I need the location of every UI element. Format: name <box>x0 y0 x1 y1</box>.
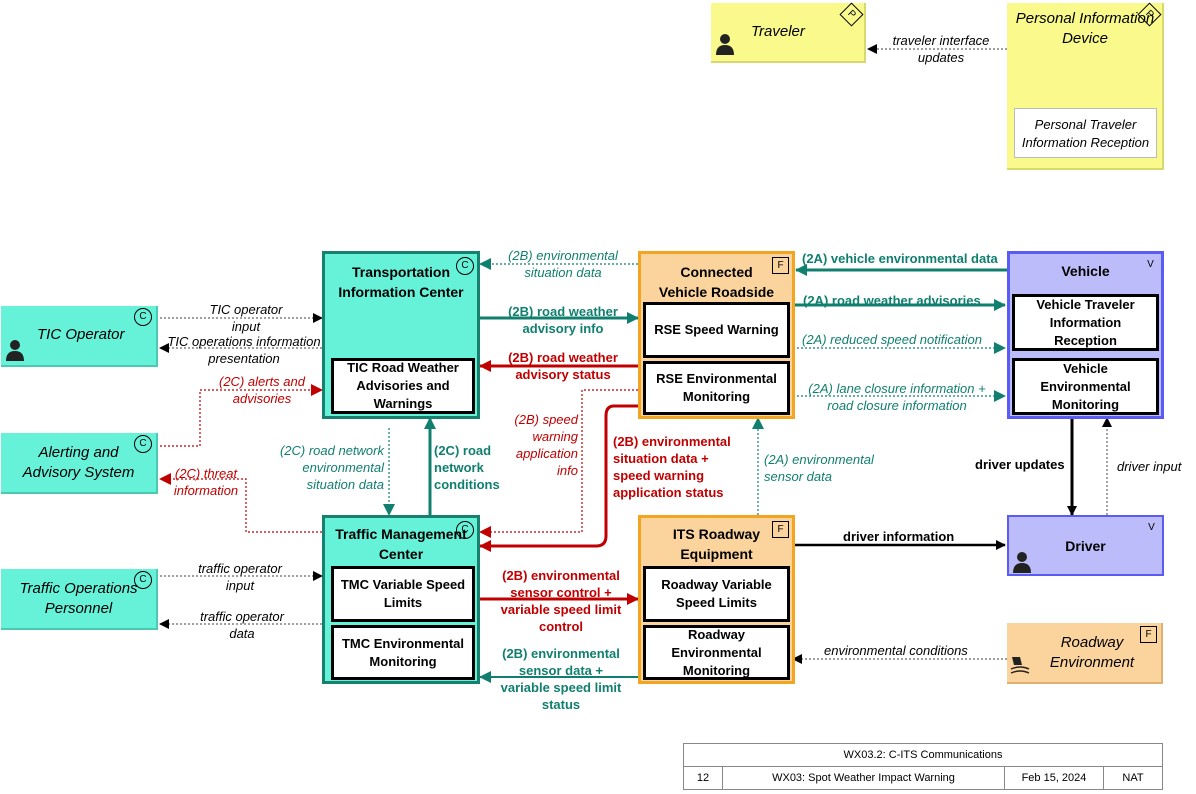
center-badge: C <box>134 308 152 326</box>
tmc-sub-box-2[interactable]: TMC Environmental Monitoring <box>331 625 475 680</box>
flow-speed-warning-info <box>479 389 638 538</box>
title-block: WX03.2: C-ITS Communications 12 WX03: Sp… <box>683 743 1163 790</box>
cvr-sub-label-2: RSE Environmental Monitoring <box>656 371 777 404</box>
tic-box[interactable]: Transportation Information Center C TIC … <box>322 251 480 419</box>
cvr-box[interactable]: Connected Vehicle Roadside F RSE Speed W… <box>638 251 795 419</box>
vehicle-sub-box-2[interactable]: Vehicle Environmental Monitoring <box>1012 358 1159 415</box>
flow-label-env-conditions: environmental conditions <box>824 643 968 658</box>
center-badge: C <box>456 257 474 275</box>
vehicle-badge: V <box>1148 522 1155 533</box>
flow-label-lane-closure: (2A) lane closure information + road clo… <box>808 381 986 413</box>
its-box[interactable]: ITS Roadway Equipment F Roadway Variable… <box>638 515 795 684</box>
flow-label-speed-warning-info: (2B) speed warning application info <box>514 412 578 478</box>
tmc-sub-box-1[interactable]: TMC Variable Speed Limits <box>331 566 475 622</box>
tic-label: Transportation Information Center <box>338 264 464 300</box>
flow-label-threat-info: (2C) threat information <box>173 466 239 498</box>
flow-label-driver-updates: driver updates <box>975 457 1065 472</box>
traveler-label: Traveler <box>751 23 805 40</box>
flow-label-road-network-cond: (2C) road network conditions <box>434 443 500 492</box>
flow-label-tic-operator-input: TIC operator input <box>209 302 283 334</box>
person-icon <box>6 340 24 361</box>
flow-label-driver-input: driver input <box>1117 459 1182 474</box>
pid-sub-label: Personal Traveler Information Reception <box>1021 117 1150 150</box>
cvr-label: Connected Vehicle Roadside <box>658 264 775 300</box>
road-icon <box>1010 657 1030 674</box>
field-badge: F <box>772 257 789 274</box>
flow-alerts-advisories <box>160 384 323 447</box>
its-sub-box-1[interactable]: Roadway Variable Speed Limits <box>643 566 790 622</box>
vehicle-sub-label-2: Vehicle Environmental Monitoring <box>1040 360 1131 412</box>
vehicle-sub-box-1[interactable]: Vehicle Traveler Information Reception <box>1012 294 1159 351</box>
flow-label-vehicle-env-data: (2A) vehicle environmental data <box>802 251 998 266</box>
title-block-date: Feb 15, 2024 <box>1004 766 1104 790</box>
flow-label-reduced-speed: (2A) reduced speed notification <box>802 332 982 347</box>
its-sub-label-2: Roadway Environmental Monitoring <box>671 626 762 678</box>
tic-operator-box[interactable]: TIC Operator C <box>1 306 158 367</box>
flow-label-env-situation: (2B) environmental situation data <box>508 248 618 280</box>
flow-label-rw-advisories: (2A) road weather advisories <box>803 293 981 308</box>
tmc-box[interactable]: Traffic Management Center C TMC Variable… <box>322 515 480 684</box>
its-label: ITS Roadway Equipment <box>672 526 761 562</box>
vehicle-sub-label-1: Vehicle Traveler Information Reception <box>1036 296 1135 348</box>
flow-label-rw-advisory-status: (2B) road weather advisory status <box>508 350 618 382</box>
pid-label: Personal Information Device <box>1015 10 1155 47</box>
roadway-env-label: Roadway Environment <box>1049 634 1135 671</box>
vehicle-badge: V <box>1147 259 1154 270</box>
tic-operator-label: TIC Operator <box>37 326 125 343</box>
title-block-name: WX03: Spot Weather Impact Warning <box>722 766 1005 790</box>
flow-label-alerts-advisories: (2C) alerts and advisories <box>219 374 305 406</box>
alerting-box[interactable]: Alerting and Advisory System C <box>1 433 158 494</box>
pid-box[interactable]: Personal Information Device P Personal T… <box>1007 2 1164 170</box>
cvr-sub-label-1: RSE Speed Warning <box>654 322 779 337</box>
center-badge: C <box>134 571 152 589</box>
roadway-env-box[interactable]: Roadway Environment F <box>1007 623 1163 684</box>
its-sub-box-2[interactable]: Roadway Environmental Monitoring <box>643 625 790 680</box>
personal-badge: P <box>839 2 864 27</box>
alerting-label: Alerting and Advisory System <box>22 444 135 481</box>
flow-label-traffic-op-input: traffic operator input <box>198 561 282 593</box>
flow-label-traveler-updates: traveler interface updates <box>892 33 990 65</box>
top-label: Traffic Operations Personnel <box>19 580 138 617</box>
title-block-page: 12 <box>683 766 723 790</box>
flow-label-env-speed-status: (2B) environmental situation data + spee… <box>613 434 731 500</box>
flow-label-rw-advisory-info: (2B) road weather advisory info <box>508 304 618 336</box>
flow-label-driver-information: driver information <box>843 529 955 544</box>
driver-box[interactable]: Driver V <box>1007 515 1164 576</box>
flow-env-speed-status <box>479 404 638 552</box>
top-box[interactable]: Traffic Operations Personnel C <box>1 569 158 630</box>
flow-label-road-network-env: (2C) road network environmental situatio… <box>279 443 384 492</box>
tmc-label: Traffic Management Center <box>335 526 467 562</box>
flow-label-env-sensor-vsl-status: (2B) environmental sensor data + variabl… <box>500 646 622 712</box>
cvr-sub-box-1[interactable]: RSE Speed Warning <box>643 302 790 358</box>
field-badge: F <box>772 521 789 538</box>
person-icon <box>716 34 734 55</box>
field-badge: F <box>1140 626 1157 643</box>
traveler-box[interactable]: Traveler P <box>711 2 866 63</box>
pid-sub-box[interactable]: Personal Traveler Information Reception <box>1014 108 1157 158</box>
tic-sub-box[interactable]: TIC Road Weather Advisories and Warnings <box>331 358 475 414</box>
vehicle-label: Vehicle <box>1061 263 1110 279</box>
flow-label-env-sensor-data-2a: (2A) environmental sensor data <box>764 452 874 484</box>
tic-sub-label: TIC Road Weather Advisories and Warnings <box>347 360 459 411</box>
driver-label: Driver <box>1065 538 1106 554</box>
title-block-scope: NAT <box>1103 766 1163 790</box>
flow-label-env-sensor-control: (2B) environmental sensor control + vari… <box>500 568 622 634</box>
center-badge: C <box>134 435 152 453</box>
flow-label-tic-info-presentation: TIC operations information presentation <box>167 334 321 366</box>
tmc-sub-label-2: TMC Environmental Monitoring <box>341 635 465 669</box>
flow-threat-info <box>159 473 322 533</box>
person-icon <box>1013 552 1031 573</box>
cvr-sub-box-2[interactable]: RSE Environmental Monitoring <box>643 361 790 415</box>
title-block-title: WX03.2: C-ITS Communications <box>683 743 1163 767</box>
tmc-sub-label-1: TMC Variable Speed Limits <box>340 577 466 610</box>
its-sub-label-1: Roadway Variable Speed Limits <box>661 577 772 610</box>
vehicle-box[interactable]: Vehicle V Vehicle Traveler Information R… <box>1007 251 1164 419</box>
flow-label-traffic-op-data: traffic operator data <box>200 609 284 641</box>
center-badge: C <box>456 521 474 539</box>
